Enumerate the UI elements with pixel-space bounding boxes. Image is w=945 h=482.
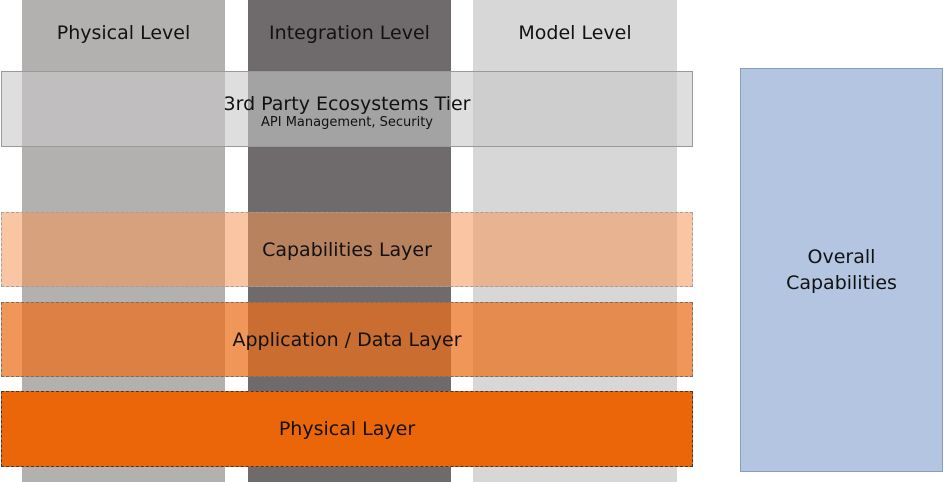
application-data-layer-title: Application / Data Layer (232, 328, 462, 351)
physical-layer-title: Physical Layer (278, 418, 416, 440)
physical-layer: Physical Layer (1, 391, 693, 467)
capabilities-layer: Capabilities Layer (1, 212, 693, 287)
ecosystems-tier: 3rd Party Ecosystems Tier API Management… (1, 71, 693, 147)
ecosystems-tier-title: 3rd Party Ecosystems Tier (223, 92, 471, 115)
capabilities-layer-title: Capabilities Layer (262, 238, 432, 261)
physical-level-label: Physical Level (56, 22, 191, 44)
overall-capabilities-line1: Overall (807, 246, 876, 268)
overall-capabilities-box: Overall Capabilities (740, 68, 943, 472)
application-data-layer: Application / Data Layer (1, 302, 693, 377)
overall-capabilities-line2: Capabilities (786, 272, 897, 294)
ecosystems-tier-subtitle: API Management, Security (261, 114, 433, 130)
model-level-label: Model Level (518, 22, 632, 44)
integration-level-label: Integration Level (269, 22, 430, 44)
